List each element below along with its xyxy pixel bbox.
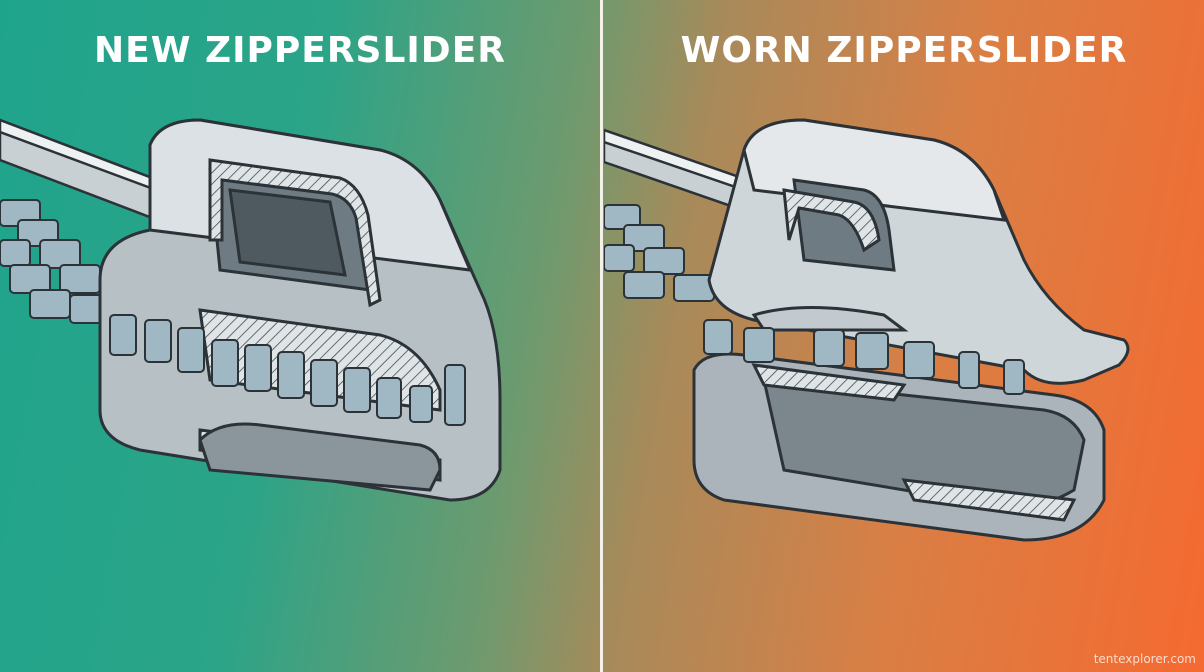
slider-body-worn [692,118,1130,542]
panel-divider [600,0,603,672]
zipper-teeth-left [0,199,111,324]
worn-slider-panel: WORN ZIPPERSLIDER [604,0,1204,672]
watermark: tentexplorer.com [1093,652,1196,666]
new-slider-title: NEW ZIPPERSLIDER [94,30,506,71]
zipper-teeth-engaged [109,314,466,426]
new-zipper-slider-illustration [0,118,502,502]
worn-slider-title: WORN ZIPPERSLIDER [680,30,1128,71]
zipper-teeth-loose [703,319,1025,395]
worn-zipper-slider-illustration [604,118,1130,542]
slider-body [98,118,502,502]
new-slider-panel: NEW ZIPPERSLIDER [0,0,600,672]
zipper-teeth-left [604,204,715,302]
